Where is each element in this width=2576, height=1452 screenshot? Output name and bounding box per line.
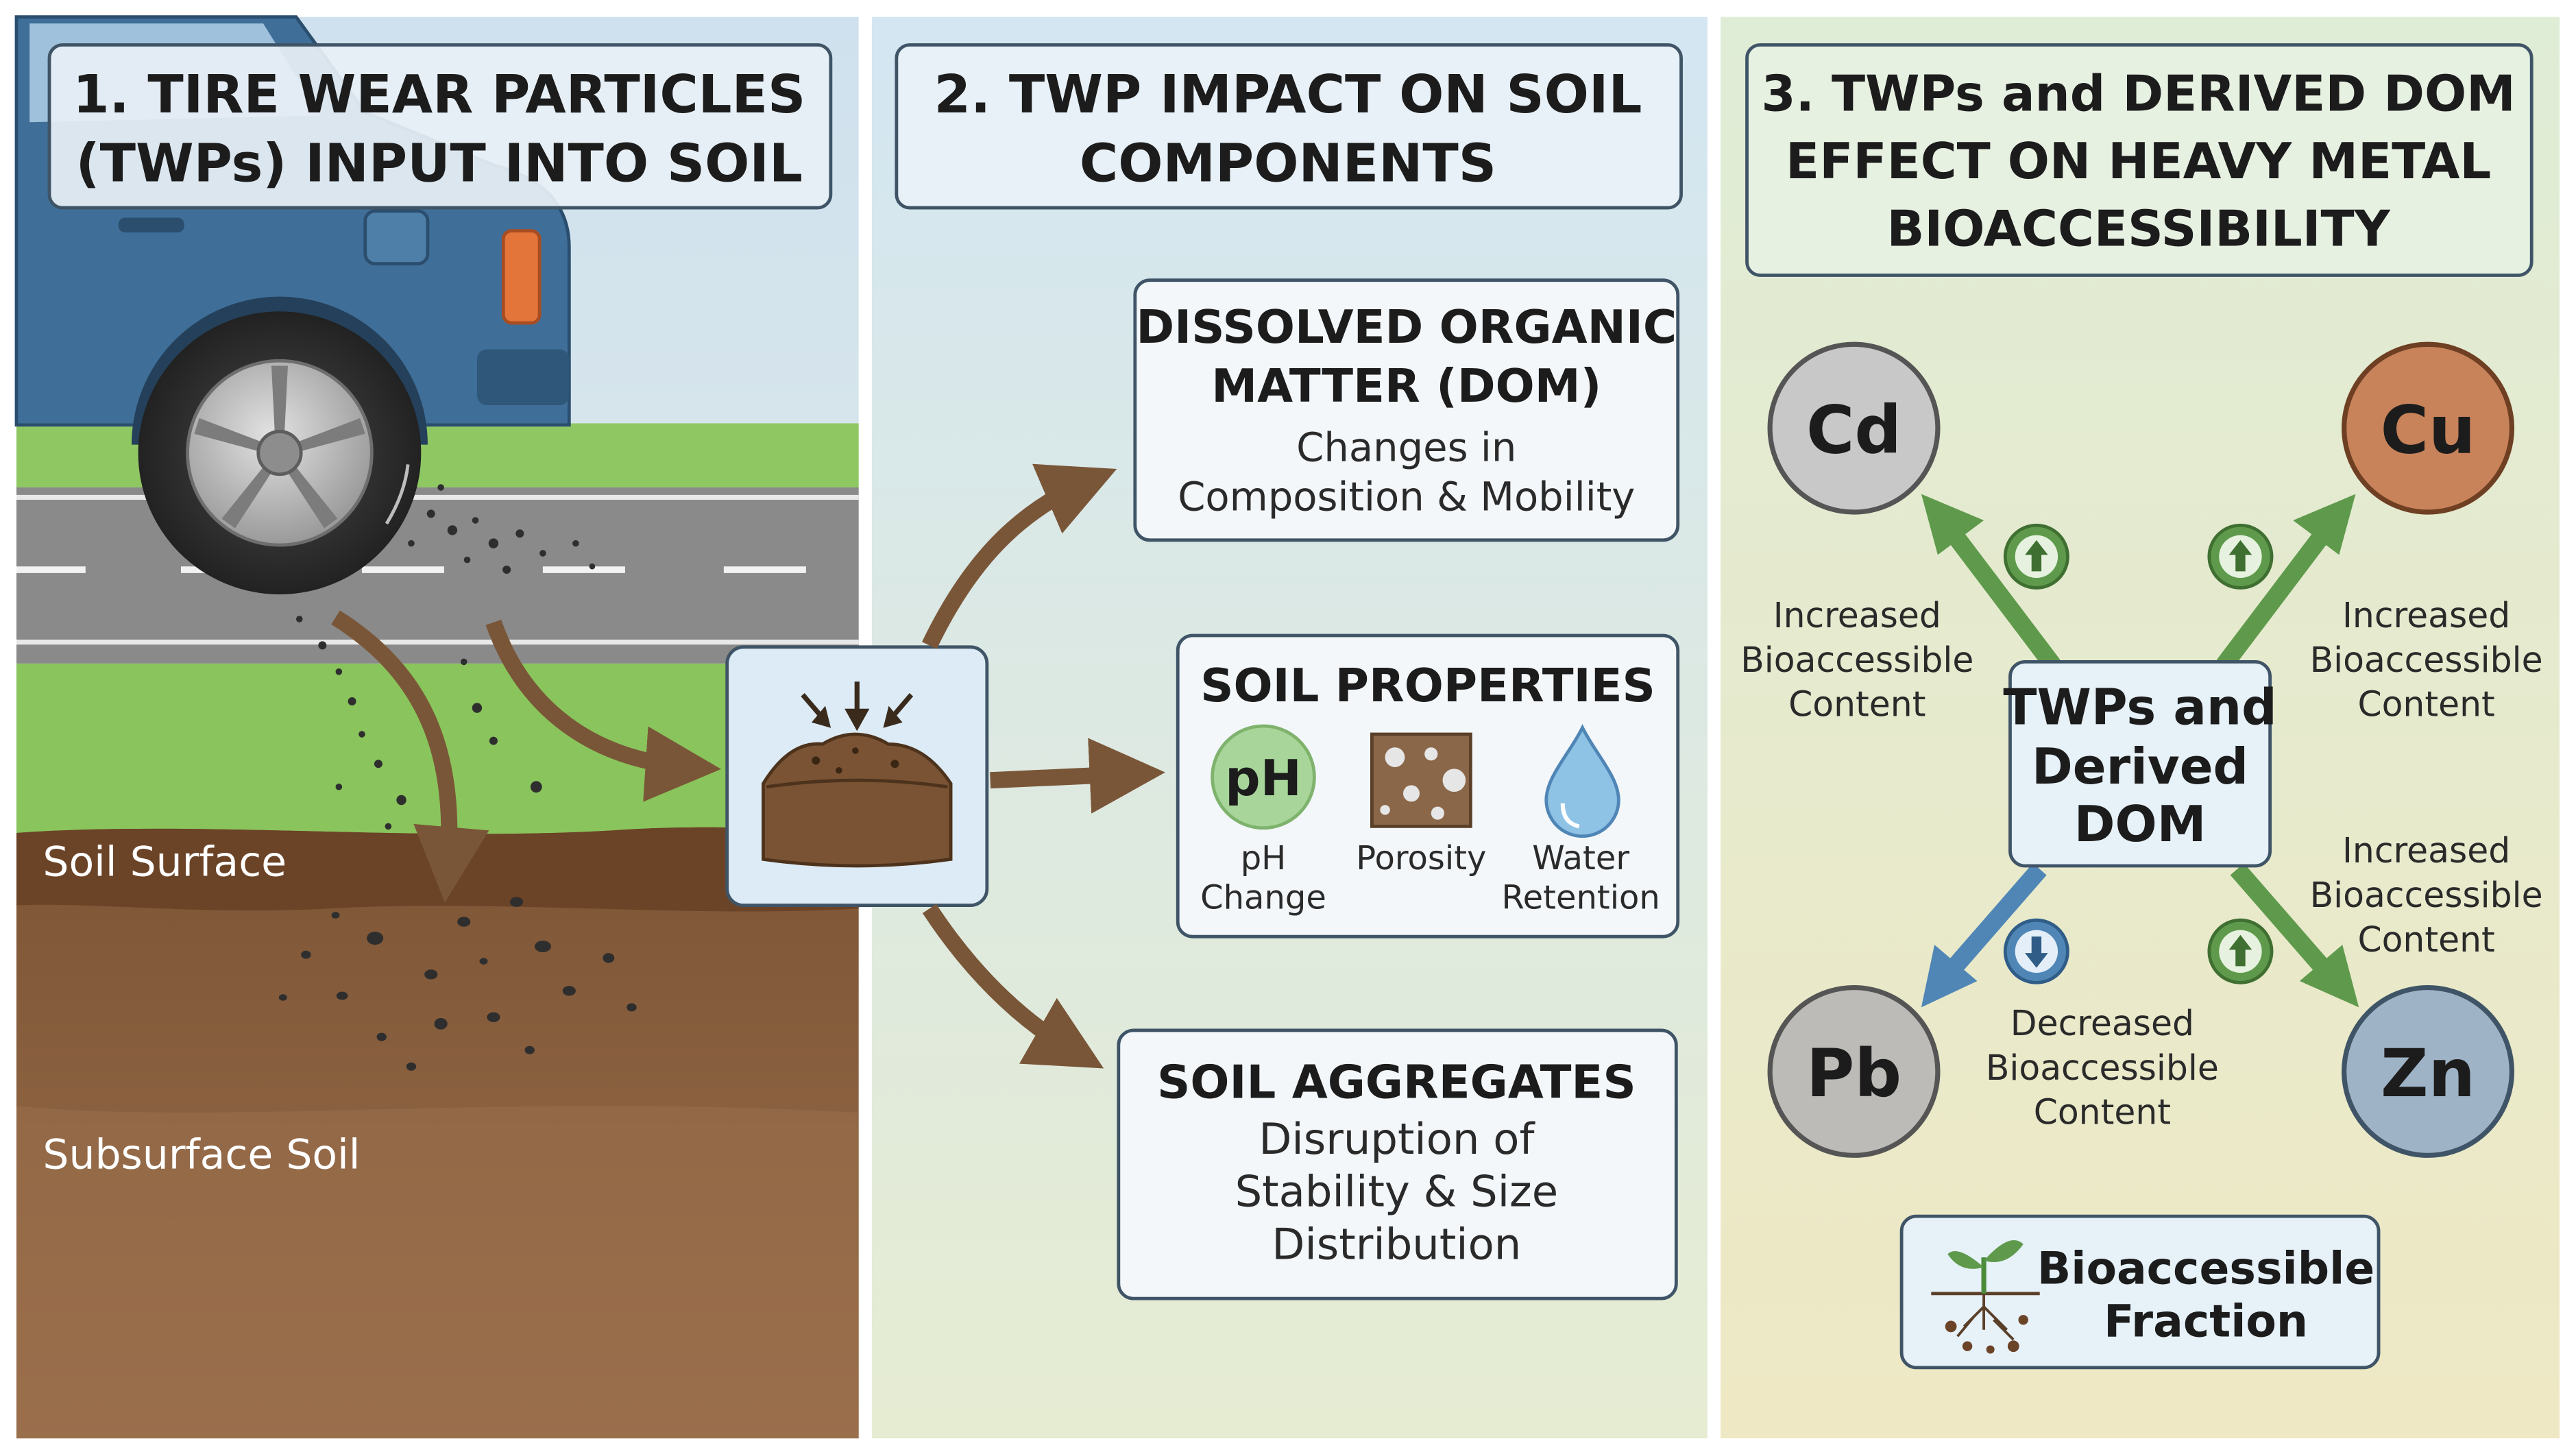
wheel-spokes: [194, 365, 365, 529]
cd-label: Cd: [1806, 392, 1901, 469]
zn-metal-icon: [2342, 984, 2515, 1158]
arrow-to-soil-aggregates: [922, 904, 1104, 1069]
porosity-icon: [1370, 732, 1472, 828]
panel-3-title: 3. TWPs and DERIVED DOM: [1762, 64, 2516, 122]
arrow-to-cu: [2216, 494, 2356, 671]
soil-aggregates-box: [1117, 1028, 1678, 1300]
pb-metal-icon: [1767, 984, 1941, 1158]
panel-3-title-box: [1745, 43, 2534, 277]
car-fuel-door: [363, 209, 430, 266]
deep-soil-layer: [16, 1106, 859, 1439]
cd-metal-icon: [1767, 341, 1941, 515]
bioaccessible-fraction-box: [1899, 1214, 2381, 1370]
tire-wear-particles: [278, 484, 637, 1071]
compression-arrows-icon: [801, 681, 914, 731]
panel-3-title: EFFECT ON HEAVY METAL: [1786, 132, 2491, 190]
ph-icon: [1211, 724, 1316, 830]
subsurface-soil-label: Subsurface Soil: [42, 1131, 360, 1179]
plant-roots-icon: [1931, 1240, 2040, 1354]
zn-effect-label: Content: [2357, 919, 2494, 960]
panel-1-title-box: [47, 43, 833, 210]
center-twp-dom-box: [2008, 660, 2272, 868]
center-box-label: DOM: [2074, 795, 2207, 853]
cu-effect-label: Bioaccessible: [2310, 640, 2543, 680]
panel-1-title: (TWPs) INPUT INTO SOIL: [76, 134, 803, 195]
dom-description: Changes in: [1296, 425, 1516, 471]
cu-label: Cu: [2381, 392, 2476, 469]
water-retention-label: Retention: [1501, 878, 1660, 917]
cd-effect-label: Increased: [1773, 595, 1941, 636]
increase-badge-icon: [2003, 523, 2069, 590]
car-handle: [118, 217, 184, 233]
soil-surface-label: Soil Surface: [42, 838, 287, 886]
water-retention-label: Water: [1532, 839, 1629, 878]
zn-label: Zn: [2381, 1035, 2475, 1112]
soil-aggregates-description: Distribution: [1272, 1220, 1521, 1270]
dom-title: MATTER (DOM): [1211, 359, 1601, 413]
pb-effect-label: Bioaccessible: [1986, 1048, 2219, 1088]
cd-effect-label: Bioaccessible: [1740, 640, 1973, 680]
cu-effect-label: Increased: [2342, 595, 2510, 636]
dom-description: Composition & Mobility: [1178, 474, 1635, 520]
panel-3-title: BIOACCESSIBILITY: [1887, 199, 2391, 257]
center-box-label: TWPs and: [2003, 679, 2276, 736]
arrow-to-impact-hub: [485, 619, 721, 802]
tire: [138, 311, 422, 595]
car-tail-light: [501, 229, 542, 325]
soil-pile-icon: [762, 732, 953, 868]
panel-1-title: 1. TIRE WEAR PARTICLES: [73, 64, 805, 125]
ph-change-label: Change: [1200, 878, 1326, 917]
increase-badge-icon: [2207, 918, 2274, 984]
zn-effect-label: Bioaccessible: [2310, 875, 2543, 915]
ph-change-label: pH: [1241, 839, 1287, 878]
bioaccessible-fraction-label: Fraction: [2104, 1296, 2308, 1347]
pb-effect-label: Content: [2034, 1092, 2171, 1133]
ph-icon-text: pH: [1225, 749, 1302, 807]
cu-effect-label: Content: [2357, 684, 2494, 725]
cd-effect-label: Content: [1788, 684, 1925, 725]
arrow-to-pb: [1921, 863, 2047, 1008]
increase-badge-icon: [2207, 523, 2274, 590]
panel-1: 1. TIRE WEAR PARTICLES (TWPs) INPUT INTO…: [14, 15, 859, 1439]
wheel-hub: [256, 430, 303, 476]
panel-3: 3. TWPs and DERIVED DOM EFFECT ON HEAVY …: [1721, 16, 2560, 1439]
zn-effect-label: Increased: [2342, 830, 2510, 871]
arrow-to-zn: [2230, 863, 2359, 1008]
dom-box: [1133, 278, 1680, 542]
panel-2: 2. TWP IMPACT ON SOIL COMPONENTS DISSOLV…: [725, 16, 1708, 1439]
panel-2-title: COMPONENTS: [1080, 134, 1496, 195]
arrow-to-dom: [922, 463, 1117, 649]
road: [16, 487, 859, 664]
soil-aggregates-description: Stability & Size: [1235, 1167, 1559, 1217]
panel-2-title: 2. TWP IMPACT ON SOIL: [934, 64, 1642, 125]
car-bumper: [476, 349, 570, 406]
cu-metal-icon: [2342, 341, 2515, 515]
porosity-label: Porosity: [1356, 839, 1486, 878]
soil-aggregates-description: Disruption of: [1259, 1114, 1535, 1164]
pb-effect-label: Decreased: [2010, 1003, 2194, 1043]
arrow-to-cd: [1921, 494, 2061, 671]
decrease-badge-icon: [2003, 918, 2069, 984]
soil-aggregates-title: SOIL AGGREGATES: [1157, 1055, 1636, 1109]
soil-properties-title: SOIL PROPERTIES: [1200, 659, 1655, 712]
center-box-label: Derived: [2032, 738, 2248, 795]
panel-2-title-box: [895, 43, 1683, 210]
bioaccessible-fraction-label: Bioaccessible: [2037, 1244, 2374, 1295]
arrow-to-soil-properties: [990, 738, 1165, 814]
dom-title: DISSOLVED ORGANIC: [1136, 300, 1677, 354]
pb-label: Pb: [1806, 1035, 1901, 1112]
arrow-into-soil: [331, 610, 489, 903]
